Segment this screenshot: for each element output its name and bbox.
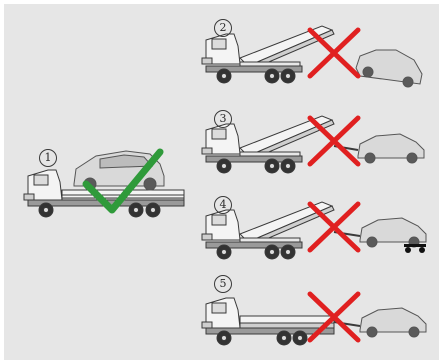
cross-mark-icon — [4, 4, 439, 360]
figure-panel: 1 2 — [4, 4, 439, 360]
